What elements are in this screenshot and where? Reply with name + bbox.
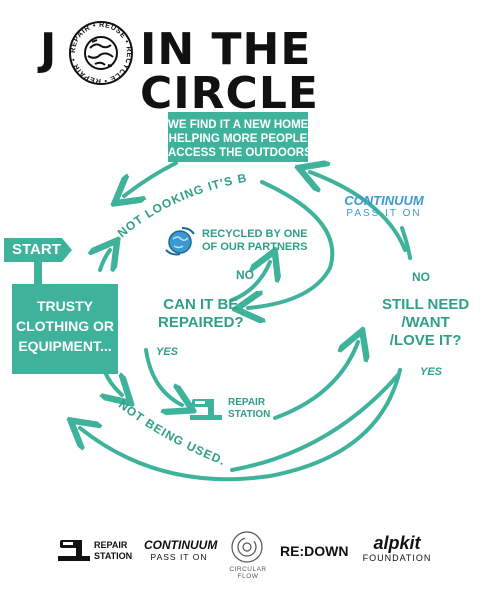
recycled-line-2: OF OUR PARTNERS — [202, 241, 308, 253]
new-home-box: WE FIND IT A NEW HOME HELPING MORE PEOPL… — [168, 112, 312, 162]
arrow-trusty-up — [100, 250, 110, 270]
arrow-no-to-recycled — [230, 262, 270, 302]
repair-station-line-2: STATION — [228, 409, 271, 420]
start-sign: START — [4, 235, 74, 265]
globe-icon: REPAIR • REUSE • RECYCLE • REPAIR • REUS… — [65, 13, 133, 86]
arrow-topbox-to-left — [124, 161, 178, 196]
still-need-line-3: /LOVE IT? — [389, 332, 462, 349]
trusty-line-2: CLOTHING OR — [16, 318, 114, 334]
repair-reuse-recycle-emblem: REPAIR • REUSE • RECYCLE • REPAIR • REUS… — [65, 13, 134, 86]
continuum-name: CONTINUUM — [344, 193, 424, 208]
circular-flow-icon — [230, 530, 264, 564]
footer-redown-logo: RE:DOWN — [280, 543, 349, 559]
sign-post — [34, 262, 42, 284]
footer-repair-line-2: STATION — [94, 551, 133, 561]
still-need-label: STILL NEED /WANT /LOVE IT? — [382, 296, 469, 350]
start-label: START — [12, 241, 61, 258]
title-letter-j: J — [40, 24, 58, 75]
new-home-line-3: ACCESS THE OUTDOORS — [168, 147, 312, 159]
can-repair-line-2: REPAIRED? — [158, 314, 244, 331]
footer-continuum-tag: PASS IT ON — [150, 552, 208, 562]
repair-station-label: REPAIR STATION — [228, 397, 270, 421]
continuum-logo: CONTINUUM PASS IT ON — [336, 193, 432, 219]
recycled-line-1: RECYCLED BY ONE — [202, 228, 308, 240]
sewing-machine-icon — [190, 396, 224, 422]
footer-continuum-name: CONTINUUM — [144, 538, 218, 552]
new-home-line-1: WE FIND IT A NEW HOME — [168, 119, 309, 131]
arrow-trusty-down — [105, 370, 122, 395]
footer-alpkit-logo: alpkit FOUNDATION — [362, 533, 432, 563]
footer-alpkit-sub: FOUNDATION — [362, 553, 432, 563]
new-home-line-2: HELPING MORE PEOPLE — [168, 133, 308, 145]
can-repair-line-1: CAN IT BE — [163, 296, 239, 313]
still-need-line-1: STILL NEED — [382, 296, 470, 313]
page-title: IN THE CIRCLE — [140, 24, 319, 119]
footer-alpkit-name: alpkit — [373, 533, 421, 553]
footer-repair-line-1: REPAIR — [94, 540, 128, 550]
yes-still-label: YES — [420, 366, 443, 378]
arrow-unused-to-still — [230, 373, 400, 472]
still-need-line-2: /WANT — [401, 314, 450, 331]
arrow-station-to-still — [273, 342, 358, 420]
footer-circular-flow: CIRCULAR FLOW — [229, 566, 267, 580]
trusty-box: TRUSTY CLOTHING OR EQUIPMENT... — [12, 284, 118, 374]
no-recycle-label: NO — [236, 268, 254, 282]
continuum-tag: PASS IT ON — [346, 208, 422, 219]
arrow-loop-to-repair — [248, 180, 335, 308]
footer-continuum-logo: CONTINUUM PASS IT ON — [144, 538, 218, 562]
trusty-line-3: EQUIPMENT... — [18, 338, 112, 354]
recycled-label: RECYCLED BY ONE OF OUR PARTNERS — [202, 228, 308, 254]
arrow-continuum-to-still — [400, 226, 412, 260]
footer-sewing-machine-icon — [58, 537, 92, 563]
arrow-right-to-topbox — [310, 172, 407, 252]
arrow-bottom-loop — [80, 368, 402, 482]
trusty-line-1: TRUSTY — [37, 298, 93, 314]
recycle-hands-icon — [162, 224, 198, 260]
repair-station-line-1: REPAIR — [228, 397, 266, 408]
yes-repair-label: YES — [156, 346, 179, 358]
footer-repair-station: REPAIR STATION — [94, 540, 132, 562]
can-repair-label: CAN IT BE REPAIRED? — [158, 296, 244, 332]
arrow-yes-to-station — [144, 348, 182, 405]
no-still-label: NO — [412, 270, 430, 284]
